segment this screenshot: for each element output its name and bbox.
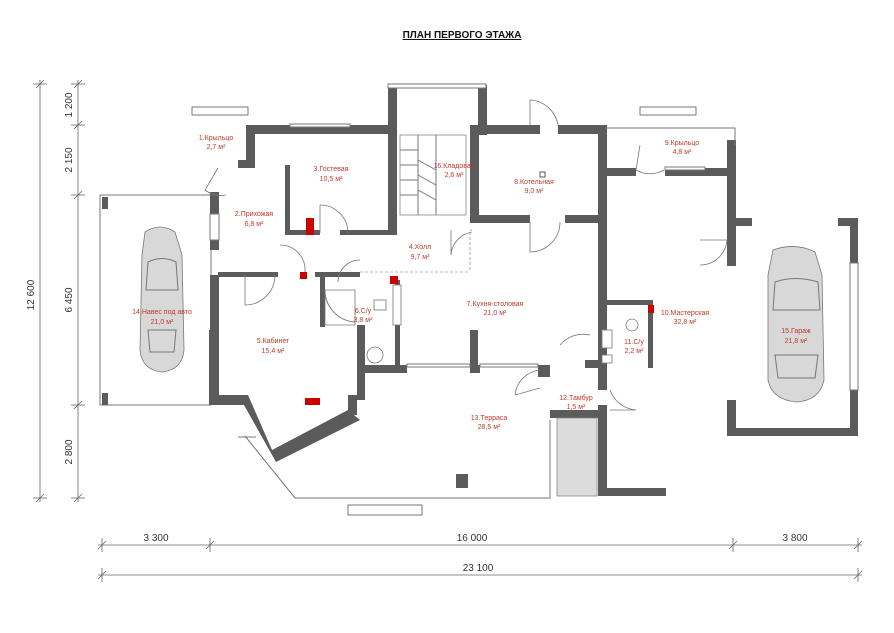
vertical-dimensions: 1 200 2 150 6 450 2 800 12 600 xyxy=(26,79,85,503)
dim-vertical-3: 6 450 xyxy=(64,287,75,312)
room-8-name: 8.Котельная xyxy=(514,179,554,186)
dim-horizontal-total: 23 100 xyxy=(463,563,494,574)
dim-horizontal-1: 3 300 xyxy=(143,533,168,544)
doors xyxy=(204,99,728,411)
room-15-area: 21,8 м² xyxy=(785,338,808,345)
room-5-name: 5.Кабинет xyxy=(257,337,290,345)
room-14-area: 21,0 м² xyxy=(151,319,174,326)
room-11-area: 2,2 м² xyxy=(625,348,644,355)
staircase xyxy=(399,134,467,216)
room-5-area: 15,4 м² xyxy=(262,348,285,355)
dim-vertical-2: 2 150 xyxy=(64,147,75,172)
shower-icon xyxy=(324,289,356,326)
room-10-area: 32,8 м² xyxy=(674,319,697,326)
room-12-name: 12.Тамбур xyxy=(559,394,593,402)
room-16-area: 2,6 м² xyxy=(445,172,464,179)
garage xyxy=(767,246,825,403)
dim-vertical-4: 2 800 xyxy=(64,439,75,464)
car-carport-icon xyxy=(139,226,185,373)
room-3-area: 10,5 м² xyxy=(320,176,343,183)
room-13-name: 13.Терраса xyxy=(471,415,508,422)
sink-icon-2 xyxy=(625,318,639,332)
room-8-area: 9,0 м² xyxy=(525,188,544,195)
room-12-area: 1,5 м² xyxy=(567,404,586,411)
room-4-area: 9,7 м² xyxy=(411,254,430,261)
dim-horizontal-2: 16 000 xyxy=(457,533,488,544)
sink-icon xyxy=(366,346,384,364)
plan-title: ПЛАН ПЕРВОГО ЭТАЖА xyxy=(403,30,522,41)
horizontal-dimensions: 3 300 16 000 3 800 23 100 xyxy=(97,533,863,582)
dim-horizontal-3: 3 800 xyxy=(782,533,807,544)
heating-markers xyxy=(300,171,654,405)
room-7-name: 7.Кухня-столовая xyxy=(467,301,524,308)
room-6-name: 6.С/у xyxy=(355,308,372,315)
room-16-name: 16.Кладовая xyxy=(433,163,474,170)
room-9-area: 4,8 м² xyxy=(673,149,692,156)
room-6-area: 3,8 м² xyxy=(354,317,373,324)
room-11-name: 11.С/у xyxy=(624,339,644,346)
bathroom-fixtures xyxy=(324,284,639,364)
carport xyxy=(99,194,217,406)
room-1-area: 2,7 м² xyxy=(207,144,226,151)
dim-vertical-1: 1 200 xyxy=(64,92,75,117)
windows xyxy=(191,83,859,516)
room-14-name: 14.Навес под авто xyxy=(132,309,192,316)
dim-vertical-total: 12 600 xyxy=(26,279,37,310)
room-4-name: 4.Холл xyxy=(409,244,431,251)
room-9-name: 9.Крыльцо xyxy=(665,140,700,147)
room-labels: 1.Крыльцо 2,7 м² 2.Прихожая 6,8 м² 3.Гос… xyxy=(132,135,811,431)
room-15-name: 15.Гараж xyxy=(781,328,811,335)
room-2-name: 2.Прихожая xyxy=(235,211,273,218)
room-1-name: 1.Крыльцо xyxy=(199,135,234,142)
terrace xyxy=(238,417,598,499)
walls xyxy=(210,85,858,496)
room-13-area: 28,5 м² xyxy=(478,424,501,431)
room-3-name: 3.Гостевая xyxy=(314,166,349,173)
toilet-icon xyxy=(373,299,387,311)
room-7-area: 21,0 м² xyxy=(484,310,507,317)
car-garage-icon xyxy=(767,246,825,403)
room-2-area: 6,8 м² xyxy=(245,221,264,228)
room-10-name: 10.Мастерская xyxy=(661,310,710,317)
